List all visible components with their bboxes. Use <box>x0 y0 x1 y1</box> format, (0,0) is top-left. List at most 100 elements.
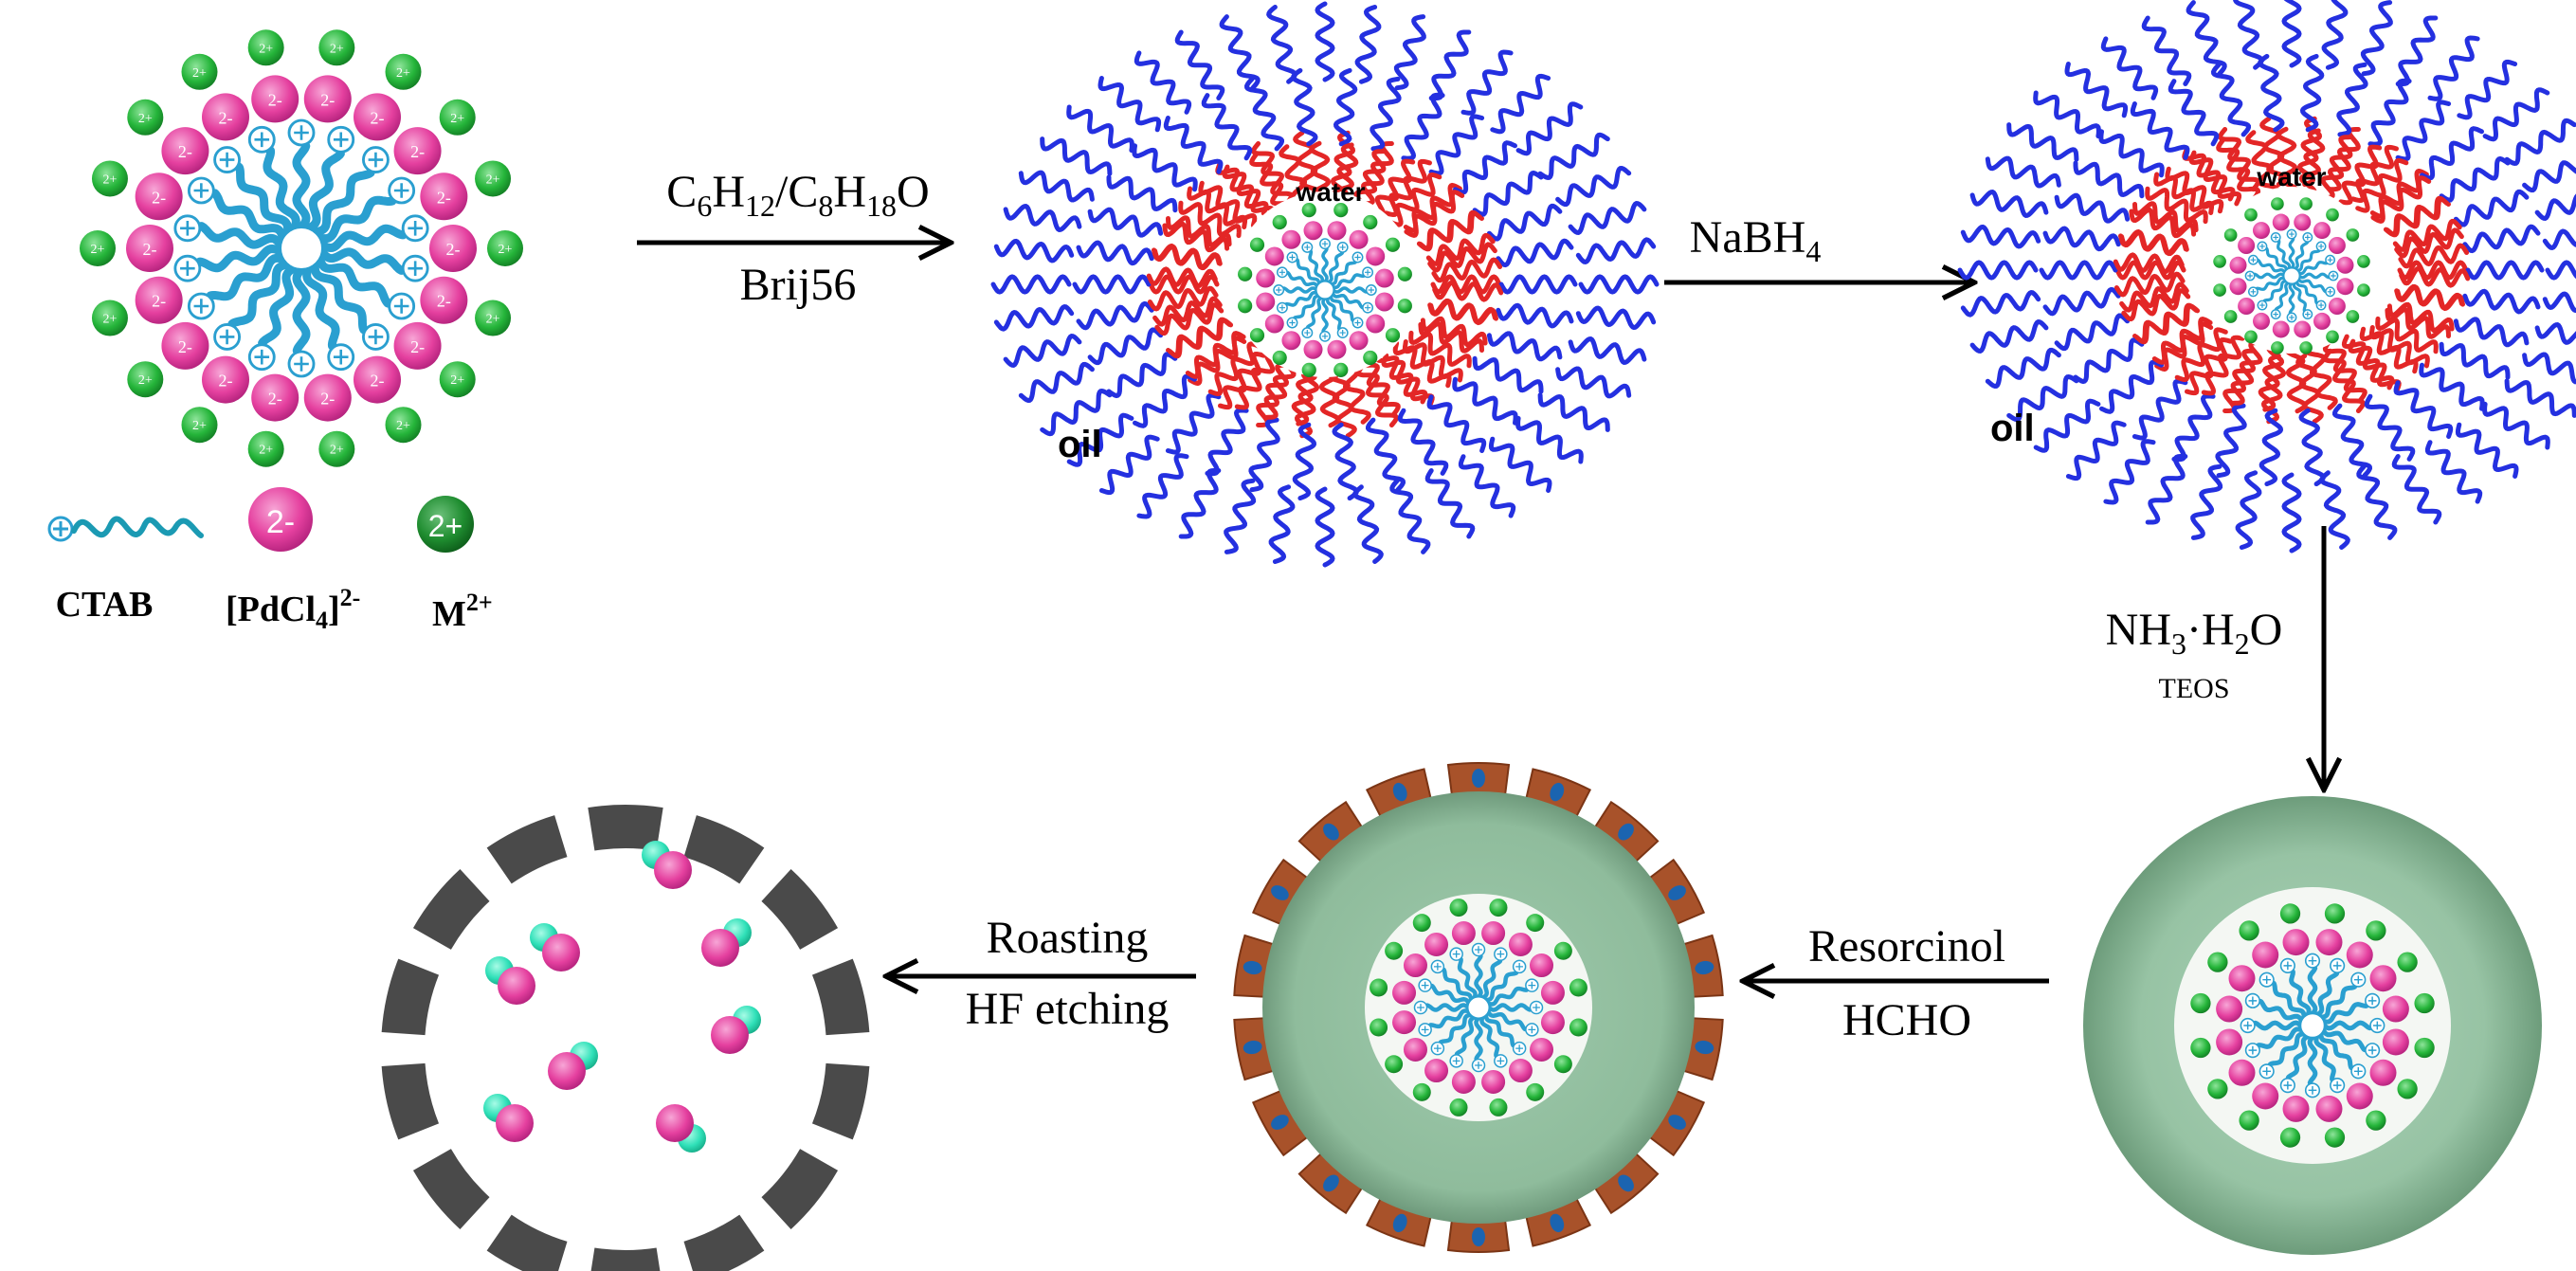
brij-hydrophobic-tail <box>1352 484 1384 564</box>
pdcl4-anion <box>1392 980 1417 1005</box>
svg-text:2-: 2- <box>268 390 282 409</box>
metal-cation <box>1363 214 1378 230</box>
brij-hydrophobic-tail <box>2367 78 2412 147</box>
metal-cation <box>1526 914 1545 933</box>
pore-dot <box>1668 885 1686 900</box>
surfactant-tail <box>1329 261 1357 286</box>
surfactant-tail <box>2296 277 2327 294</box>
surfactant-tail <box>2295 249 2321 273</box>
step1-solvent-label: C6H12/C8H18O <box>666 167 929 223</box>
svg-text:2-: 2- <box>446 240 461 259</box>
brij-hydrophobic-tail <box>2395 15 2439 87</box>
brij-hydrophilic-segment <box>2119 281 2189 313</box>
metal-cation <box>2346 310 2360 323</box>
bimetallic-nanoparticle <box>642 841 692 889</box>
brij-hydrophobic-tail <box>2259 408 2284 487</box>
metal-cation <box>181 407 218 444</box>
surfactant-tail <box>1474 953 1483 1000</box>
brij-hydrophobic-tail <box>1205 408 1249 477</box>
pore-dot <box>1695 1040 1714 1055</box>
surfactant-tail <box>2253 272 2286 280</box>
svg-text:2-: 2- <box>219 372 233 390</box>
pdcl4-anion <box>2229 278 2247 296</box>
brij-hydrophilic-segment <box>2284 342 2308 414</box>
ctab-micelle: 2-2-2-2-2-2-2-2-2-2-2-2-2-2-2-2-2-2-2+2+… <box>80 29 523 467</box>
brij-hydrophobic-tail <box>1401 92 1445 161</box>
brij-hydrophobic-tail <box>1453 140 1517 195</box>
brij-hydrophobic-tail <box>2364 393 2416 462</box>
pore-dot <box>1668 1115 1686 1130</box>
pd-particle <box>654 851 692 889</box>
surfactant-tail <box>1331 291 1364 310</box>
metal-cation <box>475 300 512 336</box>
carbon-shell-segment <box>412 869 490 950</box>
brij-hydrophobic-tail <box>1575 237 1657 264</box>
pdcl4-anion <box>393 321 442 370</box>
carbon-shell-segment <box>811 1062 870 1140</box>
metal-cation <box>2397 952 2418 972</box>
step1-arrow-group: C6H12/C8H18O Brij56 <box>637 167 948 310</box>
pd-particle <box>548 1052 586 1090</box>
brij-hydrophilic-segment <box>2295 354 2324 425</box>
metal-cation <box>2279 903 2301 924</box>
surfactant-tail <box>1321 247 1329 283</box>
brij-hydrophobic-tail <box>2534 193 2576 221</box>
surfactant-tail <box>2318 984 2358 1020</box>
brij-hydrophilic-segment <box>2397 260 2469 281</box>
brij-hydrophobic-tail <box>993 238 1075 263</box>
pdcl4-anion <box>2216 995 2243 1023</box>
brij-hydrophilic-segment <box>2188 150 2242 207</box>
pdcl4-anion <box>1327 339 1347 359</box>
metal-cation <box>2207 952 2228 972</box>
metal-cation <box>91 300 128 336</box>
pdcl4-anion <box>1374 292 1394 312</box>
brij-hydrophobic-tail <box>1201 93 1253 161</box>
svg-text:2+: 2+ <box>486 172 500 187</box>
brij-hydrophobic-tail <box>1106 174 1178 213</box>
brij-hydrophobic-tail <box>2336 62 2368 137</box>
metal-cation <box>2366 920 2386 941</box>
metal-cation <box>2190 992 2211 1014</box>
brij-hydrophobic-tail <box>1985 155 2061 189</box>
pdcl4-anion <box>1327 221 1347 241</box>
pdcl4-anion <box>251 75 299 123</box>
metal-cation <box>1363 350 1378 366</box>
metal-cation <box>2357 255 2370 268</box>
surfactant-tail <box>2285 1033 2311 1080</box>
surfactant-tail <box>315 254 392 308</box>
brij-hydrophobic-tail <box>1076 300 1154 331</box>
metal-cation <box>247 29 284 66</box>
surfactant-tail <box>2256 1026 2305 1049</box>
brij-hydrophobic-tail <box>1578 274 1660 295</box>
brij-hydrophobic-tail <box>2545 260 2576 281</box>
brij-hydrophobic-tail <box>2427 35 2480 101</box>
brij-hydrophobic-tail <box>1268 484 1296 564</box>
surfactant-tail <box>2271 980 2307 1020</box>
surfactant-tail <box>2314 971 2340 1018</box>
brij-hydrophobic-tail <box>2186 0 2227 77</box>
brij-hydrophilic-segment <box>2392 218 2462 252</box>
surfactant-tail <box>197 222 285 249</box>
metal-cation <box>2207 1079 2228 1099</box>
metal-cation <box>181 53 218 90</box>
brij-hydrophilic-segment <box>1404 190 1465 238</box>
svg-text:2-: 2- <box>178 142 192 161</box>
brij-hydrophobic-tail <box>2281 472 2302 554</box>
pore-dot <box>1618 823 1634 841</box>
surfactant-tail <box>234 162 293 237</box>
pore-dot <box>1392 1213 1407 1233</box>
surfactant-tail <box>2265 246 2289 273</box>
brij-hydrophobic-tail <box>1136 453 1189 519</box>
svg-text:2+: 2+ <box>330 42 344 56</box>
brij-hydrophilic-segment <box>2322 348 2366 413</box>
surfactant-tail <box>1474 1015 1483 1062</box>
brij-hydrophobic-tail <box>2130 101 2190 160</box>
svg-text:2-: 2- <box>371 108 385 127</box>
pdcl4-anion <box>2369 1059 2397 1086</box>
metal-cation <box>1397 299 1412 314</box>
brij-hydrophobic-tail <box>1389 478 1431 554</box>
bimetallic-nanoparticle <box>701 918 752 967</box>
brij-hydrophobic-tail <box>1472 355 1544 394</box>
surfactant-tail <box>1293 294 1321 319</box>
brij-hydrophobic-tail <box>1366 417 1406 493</box>
